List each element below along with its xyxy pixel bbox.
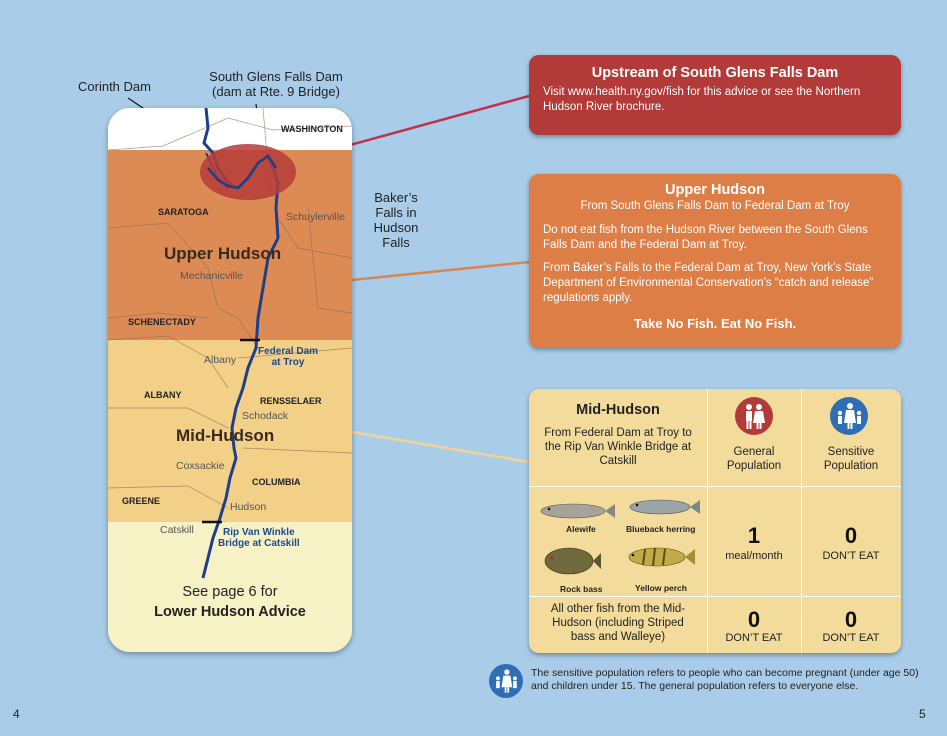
south-glens-line2: (dam at Rte. 9 Bridge) — [212, 84, 340, 99]
town-mechanicville: Mechanicville — [180, 270, 244, 282]
row1-sensitive-value: 0 — [844, 523, 858, 548]
row2-label: All other fish from the Mid-Hudson (incl… — [550, 603, 686, 643]
county-schenectady: SCHENECTADY — [128, 317, 196, 327]
bakers-line4: Falls — [382, 235, 410, 250]
town-schuylerville: Schuylerville — [286, 211, 345, 223]
upstream-advice-box: Upstream of South Glens Falls Dam Visit … — [529, 55, 901, 135]
fish-label-alewife: Alewife — [566, 524, 596, 534]
lower-hudson-note: See page 6 for Lower Hudson Advice — [108, 582, 352, 622]
upper-hudson-footer: Take No Fish. Eat No Fish. — [633, 316, 797, 331]
alewife-icon — [540, 503, 615, 519]
region-mid-hudson: Mid-Hudson — [176, 426, 275, 445]
sensitive-header-line2: Population — [823, 460, 879, 472]
upper-hudson-advice-box: Upper Hudson From South Glens Falls Dam … — [529, 174, 901, 348]
sensitive-population-header: Sensitive Population — [801, 445, 901, 473]
town-albany: Albany — [204, 354, 237, 366]
row1-sensitive-unit: DON’T EAT — [822, 550, 880, 562]
rip-van-winkle-label: Rip Van Winkle Bridge at Catskill — [218, 527, 300, 549]
county-albany: ALBANY — [144, 390, 182, 400]
footnote-text: The sensitive population refers to peopl… — [531, 667, 919, 692]
upper-hudson-para1: Do not eat fish from the Hudson River be… — [543, 224, 868, 251]
south-glens-falls-dam-callout: South Glens Falls Dam (dam at Rte. 9 Bri… — [196, 69, 356, 99]
general-header-line1: General — [733, 446, 775, 458]
row1-general-value: 1 — [747, 523, 761, 548]
page-number-left: 4 — [13, 707, 20, 721]
lower-hudson-line1: See page 6 for — [182, 584, 278, 600]
bakers-falls-callout: Baker’s Falls in Hudson Falls — [365, 190, 427, 250]
fish-label-rock-bass: Rock bass — [560, 584, 603, 594]
hudson-river-map: WASHINGTON SARATOGA SCHENECTADY ALBANY R… — [108, 108, 352, 652]
general-population-icon — [735, 397, 773, 435]
upstream-body: Visit www.health.ny.gov/fish for this ad… — [543, 86, 861, 113]
row2-sensitive-unit: DON’T EAT — [822, 632, 880, 644]
town-coxsackie: Coxsackie — [176, 460, 225, 472]
mid-hudson-title: Mid-Hudson — [576, 402, 660, 418]
general-header-line2: Population — [726, 460, 782, 472]
bakers-line2: Falls in — [375, 205, 417, 220]
county-columbia: COLUMBIA — [252, 477, 301, 487]
footnote-sensitive-icon — [489, 664, 523, 698]
rip-van-winkle-line2: Bridge at Catskill — [218, 538, 300, 549]
town-hudson: Hudson — [230, 501, 267, 513]
row2-general-value: 0 — [747, 607, 761, 632]
federal-dam-line1: Federal Dam — [258, 346, 319, 357]
mid-hudson-subtitle: From Federal Dam at Troy to the Rip Van … — [544, 427, 692, 467]
mid-hudson-advice-table: Mid-Hudson From Federal Dam at Troy to t… — [529, 389, 901, 653]
county-greene: GREENE — [122, 496, 161, 506]
upstream-title: Upstream of South Glens Falls Dam — [591, 65, 839, 81]
rip-van-winkle-line1: Rip Van Winkle — [223, 527, 295, 538]
yellow-perch-icon — [628, 547, 695, 567]
row1-general-unit: meal/month — [725, 550, 783, 562]
row2-sensitive-value: 0 — [844, 607, 858, 632]
upper-hudson-para2: From Baker’s Falls to the Federal Dam at… — [543, 262, 874, 304]
region-upper-hudson: Upper Hudson — [164, 244, 282, 263]
bakers-line3: Hudson — [373, 220, 419, 235]
bakers-line1: Baker’s — [374, 190, 418, 205]
county-rensselaer: RENSSELAER — [260, 396, 322, 406]
fish-label-yellow-perch: Yellow perch — [635, 583, 687, 593]
south-glens-line1: South Glens Falls Dam — [209, 69, 343, 84]
corinth-dam-callout: Corinth Dam — [78, 79, 151, 94]
page-number-right: 5 — [919, 707, 926, 721]
rock-bass-icon — [544, 547, 601, 575]
upper-hudson-subtitle: From South Glens Falls Dam to Federal Da… — [580, 200, 850, 212]
blueback-herring-icon — [629, 499, 700, 515]
row2-general-unit: DON’T EAT — [725, 632, 783, 644]
sensitive-header-line1: Sensitive — [827, 446, 875, 458]
fish-illustrations — [540, 499, 700, 575]
town-catskill: Catskill — [160, 524, 194, 536]
federal-dam-line2: at Troy — [271, 357, 305, 368]
town-schodack: Schodack — [242, 410, 289, 422]
general-population-header: General Population — [707, 445, 801, 473]
county-washington: WASHINGTON — [281, 124, 343, 134]
county-saratoga: SARATOGA — [158, 207, 209, 217]
fish-label-blueback-herring: Blueback herring — [626, 524, 696, 534]
upper-hudson-title: Upper Hudson — [665, 182, 765, 198]
sensitive-population-icon — [830, 397, 868, 435]
lower-hudson-line2: Lower Hudson Advice — [154, 604, 306, 620]
federal-dam-label: Federal Dam at Troy — [258, 346, 318, 368]
